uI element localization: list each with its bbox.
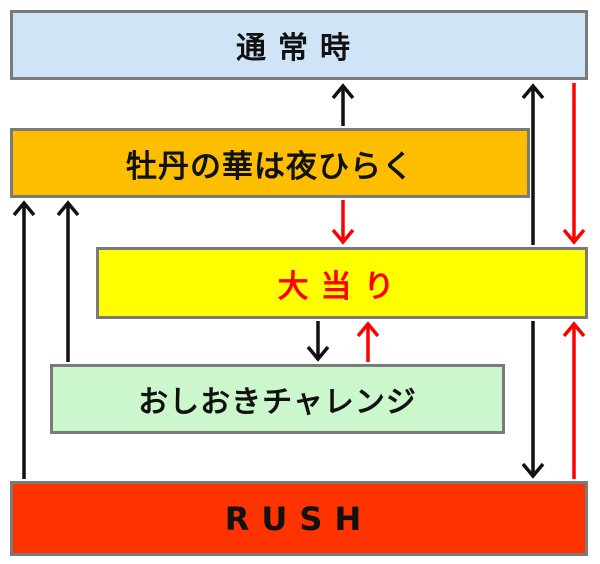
arrow-oshioki-to-botan bbox=[56, 200, 80, 362]
state-oshioki: おしおきチャレンジ bbox=[50, 364, 505, 434]
arrow-normal-rush-bidirectional bbox=[521, 83, 545, 479]
state-normal-label: 通常時 bbox=[236, 31, 362, 66]
arrow-rush-to-jackpot bbox=[562, 321, 586, 479]
state-botan: 牡丹の華は夜ひらく bbox=[10, 128, 530, 198]
arrow-normal-to-jackpot bbox=[562, 83, 586, 245]
state-rush: RUSH bbox=[10, 481, 588, 556]
state-normal: 通常時 bbox=[10, 10, 588, 80]
arrow-oshioki-to-jackpot bbox=[356, 321, 380, 362]
arrow-rush-to-botan bbox=[12, 200, 36, 479]
arrow-botan-to-normal bbox=[331, 83, 355, 126]
state-botan-label: 牡丹の華は夜ひらく bbox=[126, 148, 414, 185]
state-oshioki-label: おしおきチャレンジ bbox=[138, 385, 417, 420]
state-rush-label: RUSH bbox=[224, 499, 374, 538]
state-jackpot: 大当り bbox=[96, 247, 588, 319]
arrow-jackpot-to-oshioki bbox=[306, 321, 330, 362]
arrow-botan-to-jackpot bbox=[331, 200, 355, 245]
state-jackpot-label: 大当り bbox=[277, 268, 407, 305]
